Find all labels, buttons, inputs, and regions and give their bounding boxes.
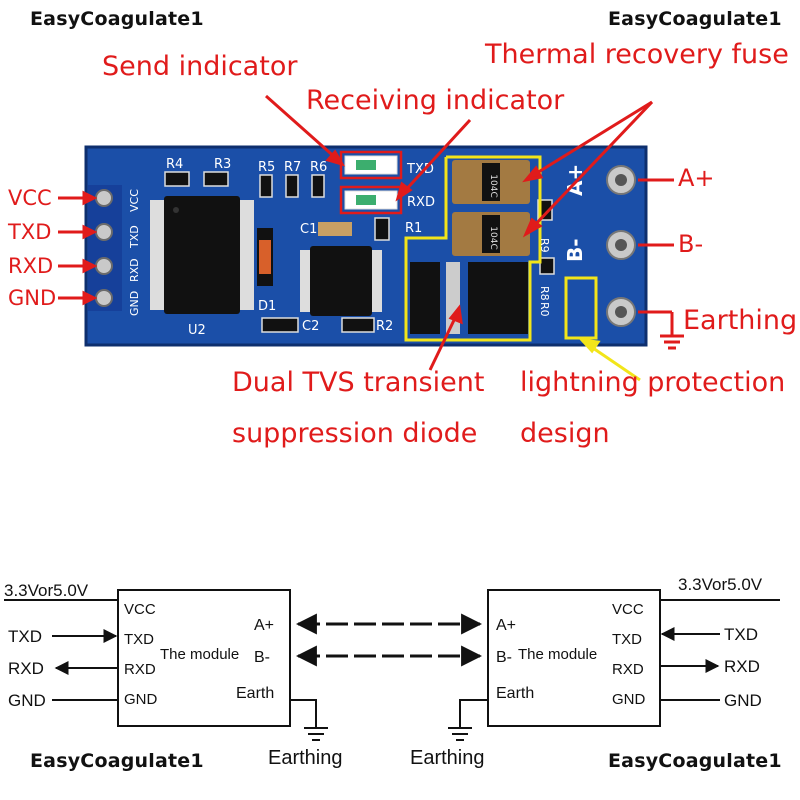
left-module-box — [117, 589, 291, 727]
silk-r0: R0 — [538, 302, 551, 317]
right-pin-txd: TXD — [612, 631, 642, 648]
terminal-label-b-minus: B- — [678, 230, 704, 258]
label-lightning-line2: design — [520, 418, 610, 449]
silk-r3: R3 — [214, 157, 231, 172]
silk-d1: D1 — [258, 299, 276, 314]
right-pin-earth: Earth — [496, 685, 534, 702]
watermark-top-left: EasyCoagulate1 — [30, 8, 204, 30]
left-ext-rxd: RXD — [8, 659, 44, 678]
left-supply-label: 3.3Vor5.0V — [4, 581, 89, 600]
fuse-code-2: 104C — [488, 226, 498, 249]
label-send-indicator: Send indicator — [102, 51, 298, 82]
left-ext-txd: TXD — [8, 627, 42, 646]
right-module-label: The module — [518, 646, 597, 663]
pin-label-gnd: GND — [8, 286, 57, 310]
thermal-fuses: 104C 104C — [452, 160, 530, 256]
tvs-diodes — [410, 262, 528, 334]
silk-r7: R7 — [284, 160, 301, 175]
left-pin-b-minus: B- — [254, 649, 270, 666]
right-earth-wire — [459, 699, 488, 728]
left-module-label: The module — [160, 646, 239, 663]
right-pin-gnd: GND — [612, 691, 646, 708]
silk-r1: R1 — [405, 221, 422, 236]
fuse-code-1: 104C — [488, 174, 498, 197]
resistors — [164, 171, 555, 333]
left-pin-rxd: RXD — [124, 661, 156, 678]
left-pin-earth: Earth — [236, 685, 274, 702]
arrow-lightning — [589, 344, 641, 382]
right-ext-rxd: RXD — [724, 657, 760, 676]
pin-label-txd: TXD — [8, 220, 52, 244]
silk-gnd-v: GND — [128, 291, 141, 316]
right-earthing-label: Earthing — [410, 747, 485, 769]
chip-u2 — [150, 196, 254, 314]
label-receiving-indicator: Receiving indicator — [306, 85, 565, 116]
label-lightning-line1: lightning protection — [520, 367, 786, 398]
right-pin-vcc: VCC — [612, 601, 644, 618]
label-tvs-line2: suppression diode — [232, 418, 478, 449]
watermark-bottom-left: EasyCoagulate1 — [30, 750, 204, 772]
silk-c1: C1 — [300, 222, 317, 237]
left-pin-txd: TXD — [124, 631, 154, 648]
label-tvs-line1: Dual TVS transient — [232, 367, 485, 398]
left-earthing-label: Earthing — [268, 747, 343, 769]
label-thermal-fuse: Thermal recovery fuse — [485, 39, 789, 70]
receive-led-box — [339, 185, 403, 215]
arrow-tvs — [428, 315, 458, 371]
silk-u2: U2 — [188, 323, 206, 338]
left-pin-gnd: GND — [124, 691, 158, 708]
left-earth-wire — [290, 699, 317, 728]
terminal-pads — [606, 165, 636, 327]
arrow-receive — [400, 118, 472, 196]
chip-transceiver — [300, 246, 382, 316]
right-supply-label: 3.3Vor5.0V — [678, 575, 763, 594]
silk-rxd-v: RXD — [128, 258, 141, 282]
silk-txd-v: TXD — [128, 225, 141, 249]
header-pins — [88, 185, 122, 311]
arrow-fuse-2 — [530, 100, 654, 230]
right-pin-b-minus: B- — [496, 649, 512, 666]
silk-r4: R4 — [166, 157, 183, 172]
arrow-fuse-1 — [531, 100, 653, 178]
silk-vcc: VCC — [128, 189, 141, 212]
left-pin-a-plus: A+ — [254, 617, 274, 634]
watermark-top-right: EasyCoagulate1 — [608, 8, 782, 30]
pin-label-vcc: VCC — [8, 186, 52, 210]
right-ext-gnd: GND — [724, 691, 762, 710]
silk-rxd: RXD — [407, 195, 435, 210]
silk-r9: R9 — [538, 238, 551, 253]
led-indicators — [344, 155, 398, 210]
silk-r6: R6 — [310, 160, 327, 175]
diode-d1 — [259, 240, 271, 274]
silk-c2: C2 — [302, 319, 319, 334]
pin-label-rxd: RXD — [8, 254, 54, 278]
left-ext-gnd: GND — [8, 691, 46, 710]
left-pin-vcc: VCC — [124, 601, 156, 618]
highlight-boxes — [404, 155, 598, 342]
arrow-send — [265, 94, 339, 162]
silk-b-minus: B- — [563, 238, 587, 262]
watermark-bottom-right: EasyCoagulate1 — [608, 750, 782, 772]
right-pin-a-plus: A+ — [496, 617, 516, 634]
right-ext-txd: TXD — [724, 625, 758, 644]
right-pin-rxd: RXD — [612, 661, 644, 678]
terminal-label-earthing: Earthing — [683, 305, 798, 336]
capacitor-c1 — [318, 222, 352, 236]
silk-r5: R5 — [258, 160, 275, 175]
silk-r2: R2 — [376, 319, 393, 334]
right-module-box — [487, 589, 661, 727]
silk-r8: R8 — [538, 286, 551, 301]
terminal-label-a-plus: A+ — [678, 164, 715, 192]
